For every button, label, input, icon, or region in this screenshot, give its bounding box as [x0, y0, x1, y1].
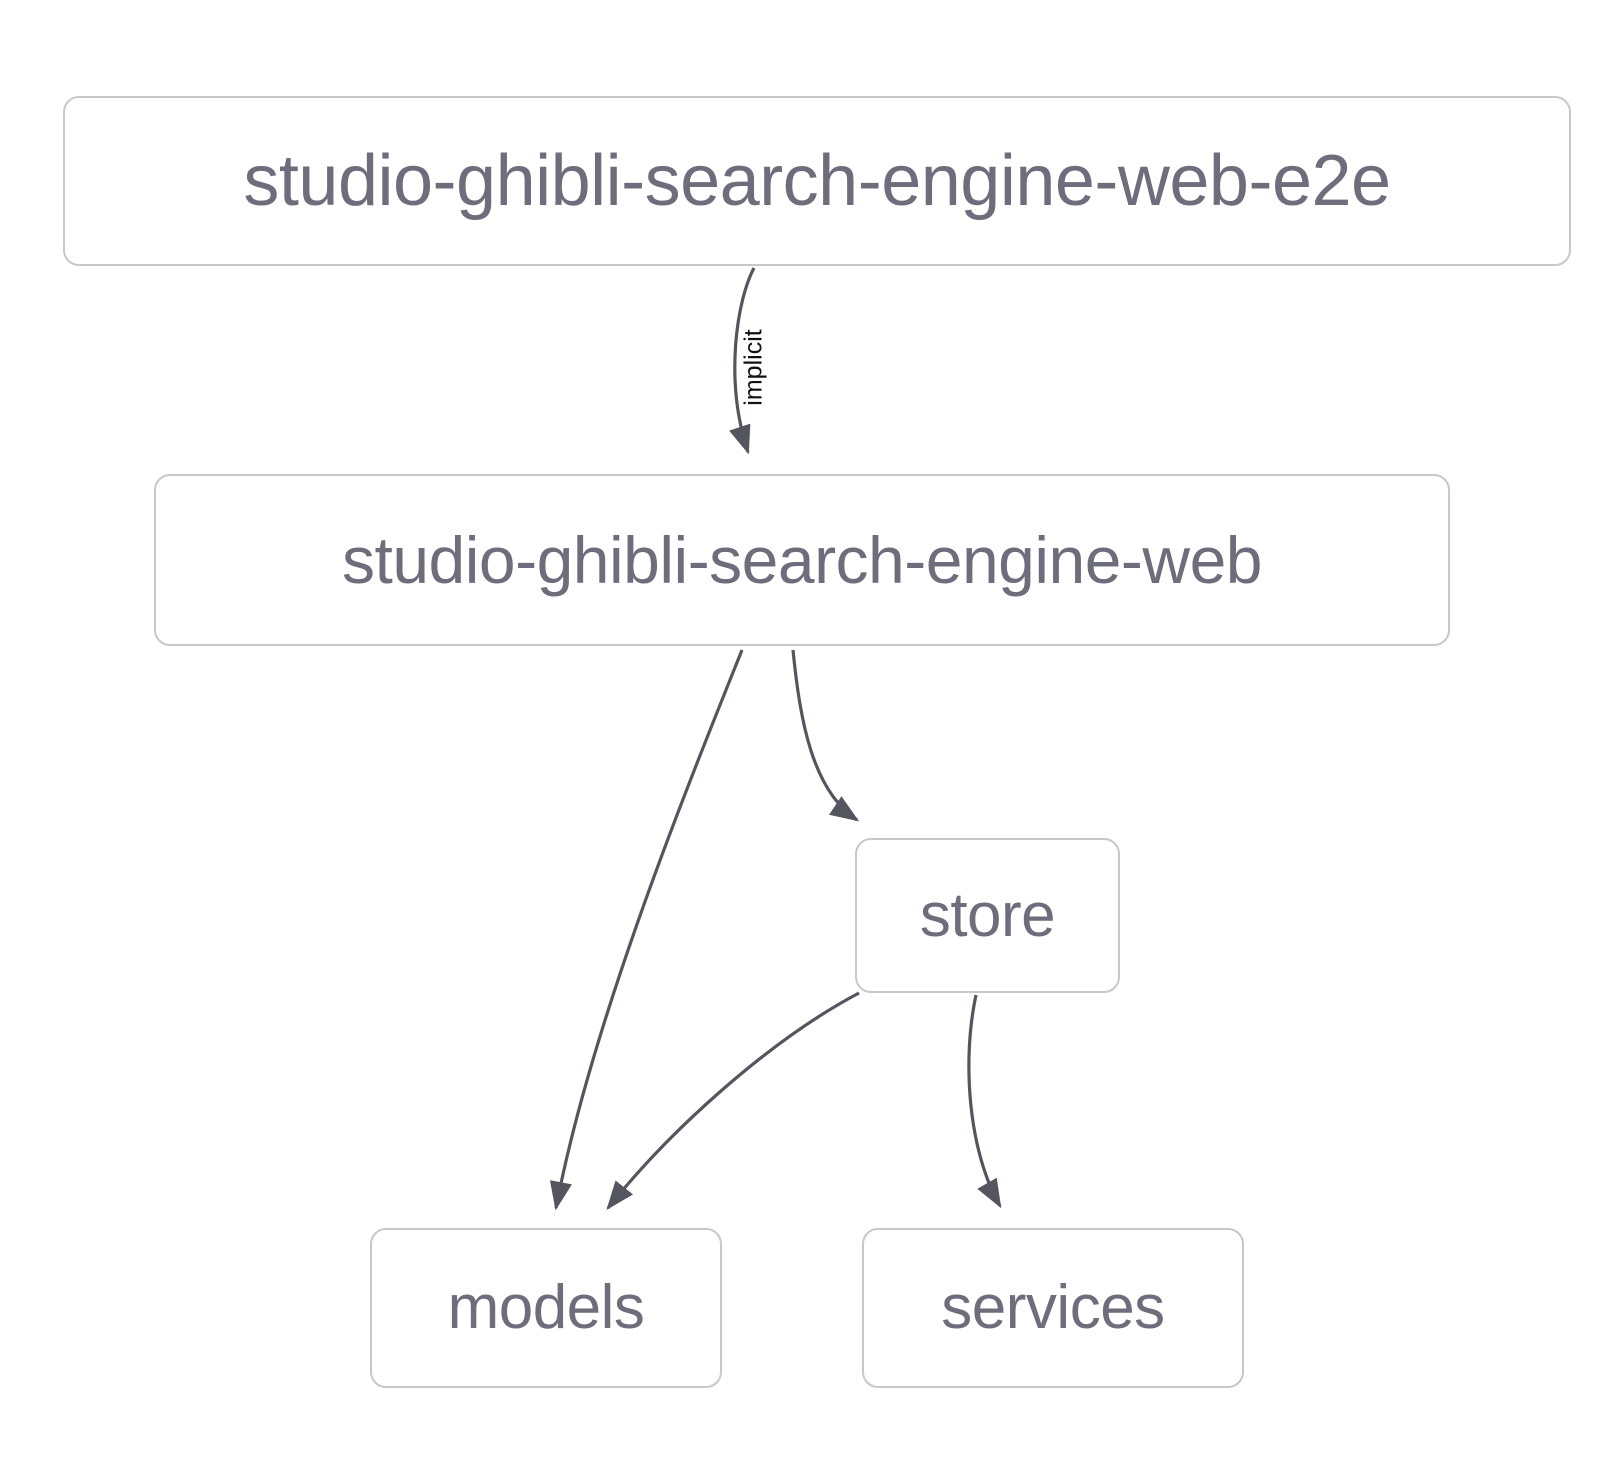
graph-node-services[interactable]: services: [862, 1228, 1244, 1388]
graph-edge-label: implicit: [739, 329, 768, 406]
graph-edge: [791, 649, 860, 822]
graph-node-label: store: [919, 880, 1056, 950]
graph-edge: [549, 649, 744, 1211]
graph-edge: [967, 994, 1002, 1209]
graph-edge: [729, 267, 756, 455]
graph-node-label: services: [941, 1273, 1165, 1342]
graph-node-label: studio-ghibli-search-engine-web-e2e: [243, 141, 1391, 221]
graph-edge: [606, 991, 860, 1211]
graph-node-store[interactable]: store: [855, 838, 1120, 993]
graph-node-models[interactable]: models: [370, 1228, 722, 1388]
graph-node-label: models: [447, 1273, 645, 1342]
graph-node-studio-ghibli-search-engine-web-e2e[interactable]: studio-ghibli-search-engine-web-e2e: [63, 96, 1571, 266]
graph-node-label: studio-ghibli-search-engine-web: [341, 523, 1263, 597]
graph-node-studio-ghibli-search-engine-web[interactable]: studio-ghibli-search-engine-web: [154, 474, 1450, 646]
